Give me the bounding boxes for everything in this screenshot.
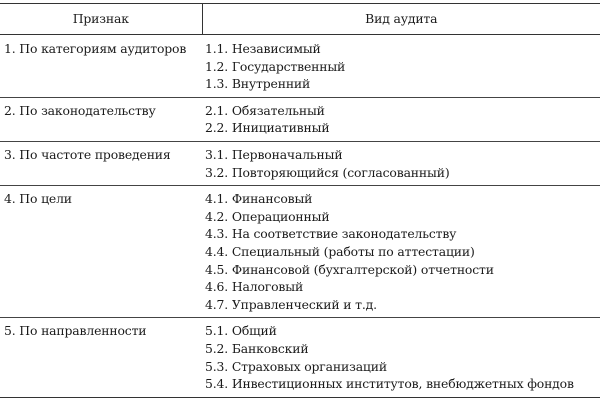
header-row: Признак Вид аудита: [0, 3, 600, 35]
criterion-text: 1. По категориям аудиторов: [4, 41, 187, 56]
audit-types-cell: 4.1. Финансовый 4.2. Операционный 4.3. Н…: [202, 185, 600, 319]
audit-type-item: 4.3. На соответствие законодательству: [205, 226, 457, 242]
criterion-cell: 4. По цели: [0, 185, 202, 319]
audit-type-item: 3.1. Первоначальный: [205, 146, 343, 162]
audit-type-item: 4.1. Финансовый: [205, 191, 313, 207]
audit-type-item: 4.7. Управленческий и т.д.: [205, 296, 377, 312]
criterion-text: 3. По частоте проведения: [4, 146, 171, 162]
header-criterion: Признак: [0, 3, 203, 35]
audit-types-cell: 2.1. Обязательный 2.2. Инициативный: [202, 97, 600, 142]
table-header: Признак Вид аудита: [0, 3, 600, 35]
audit-type-item: 5.3. Страховых организаций: [205, 358, 387, 374]
audit-type-item: 5.4. Инвестиционных институтов, внебюдже…: [205, 376, 574, 392]
audit-type-item: 1.3. Внутренний: [205, 76, 311, 92]
audit-type-item: 5.2. Банковский: [205, 340, 309, 356]
audit-types-cell: 5.1. Общий 5.2. Банковский 5.3. Страховы…: [202, 317, 600, 398]
criterion-cell: 1. По категориям аудиторов: [0, 34, 202, 98]
audit-type-item: 5.1. Общий: [205, 323, 277, 339]
header-audit-type: Вид аудита: [202, 3, 600, 35]
table-row: 2. По законодательству 2.1. Обязательный…: [0, 97, 600, 142]
audit-type-item: 2.2. Инициативный: [205, 120, 330, 136]
audit-type-item: 1.1. Независимый: [205, 41, 321, 56]
audit-type-item: 4.6. Налоговый: [205, 279, 304, 295]
audit-type-item: 3.2. Повторяющийся (согласованный): [205, 164, 450, 180]
criterion-text: 4. По цели: [4, 191, 72, 207]
audit-type-item: 4.4. Специальный (работы по аттестации): [205, 243, 475, 259]
criterion-cell: 2. По законодательству: [0, 97, 202, 142]
table-row: 5. По направленности 5.1. Общий 5.2. Бан…: [0, 317, 600, 398]
criterion-cell: 3. По частоте проведения: [0, 141, 202, 187]
table-row: 1. По категориям аудиторов 1.1. Независи…: [0, 34, 600, 98]
criterion-cell: 5. По направленности: [0, 317, 202, 398]
audit-types-table: Признак Вид аудита 1. По категориям ауди…: [0, 3, 600, 398]
criterion-text: 5. По направленности: [4, 323, 147, 339]
table-row: 4. По цели 4.1. Финансовый 4.2. Операцио…: [0, 185, 600, 319]
criterion-text: 2. По законодательству: [4, 102, 156, 118]
audit-type-item: 2.1. Обязательный: [205, 102, 325, 118]
table-row: 3. По частоте проведения 3.1. Первоначал…: [0, 141, 600, 187]
audit-type-item: 1.2. Государственный: [205, 58, 346, 74]
audit-types-cell: 1.1. Независимый 1.2. Государственный 1.…: [202, 34, 600, 98]
audit-type-item: 4.5. Финансовой (бухгалтерской) отчетнос…: [205, 261, 494, 277]
audit-types-cell: 3.1. Первоначальный 3.2. Повторяющийся (…: [202, 141, 600, 187]
audit-type-item: 4.2. Операционный: [205, 208, 330, 224]
